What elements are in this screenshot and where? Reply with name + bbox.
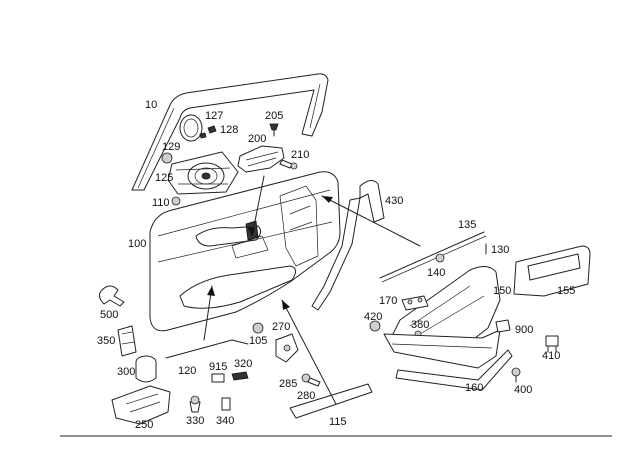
part-trim-clip-170: [401, 295, 429, 311]
label-270: 270: [272, 321, 290, 333]
label-900: 900: [515, 324, 533, 336]
label-350: 350: [97, 335, 115, 347]
part-tweeter-ring: [179, 114, 217, 142]
part-fastener-340: [221, 397, 231, 411]
label-128: 128: [220, 124, 238, 136]
label-300: 300: [117, 366, 135, 378]
part-nut-105: [252, 322, 264, 334]
part-sill-trim: [289, 383, 373, 419]
part-door-panel: [149, 171, 341, 332]
label-120: 120: [178, 365, 196, 377]
part-clip-129: [161, 152, 173, 164]
label-500: 500: [100, 309, 118, 321]
label-430: 430: [385, 195, 403, 207]
label-140: 140: [427, 267, 445, 279]
part-labels: 10 127 128 129 125 110 100 205 200 210 4…: [97, 99, 575, 431]
part-cap-915: [211, 373, 225, 383]
part-seal-120: [165, 339, 249, 359]
part-lower-trim: [383, 329, 513, 391]
part-speaker: [167, 151, 239, 195]
leader-arrows: [203, 175, 421, 405]
label-160: 160: [465, 382, 483, 394]
part-nut-420: [369, 320, 381, 332]
label-210: 210: [291, 149, 309, 161]
label-320: 320: [234, 358, 252, 370]
label-155: 155: [557, 285, 575, 297]
label-410: 410: [542, 350, 560, 362]
part-pillar-trim: [311, 180, 385, 311]
label-125: 125: [155, 172, 173, 184]
part-screw-110: [171, 196, 181, 206]
label-400: 400: [514, 384, 532, 396]
part-latch-270: [275, 333, 299, 363]
part-window-frame: [131, 73, 329, 191]
part-screw-140: [435, 243, 487, 263]
part-clip-205: [269, 123, 279, 137]
label-340: 340: [216, 415, 234, 427]
part-fastener-330: [189, 395, 201, 413]
label-127: 127: [205, 110, 223, 122]
part-knob-300: [135, 355, 157, 383]
label-110: 110: [152, 197, 170, 209]
part-switch-250: [111, 385, 171, 425]
label-285: 285: [279, 378, 297, 390]
label-150: 150: [493, 285, 511, 297]
label-200: 200: [248, 133, 266, 145]
label-205: 205: [265, 110, 283, 122]
label-330: 330: [186, 415, 204, 427]
part-switch-panel: [513, 245, 591, 297]
part-bolt-280: [301, 373, 321, 387]
label-10: 10: [145, 99, 157, 111]
label-915: 915: [209, 361, 227, 373]
part-handle-housing: [237, 145, 285, 173]
part-bolt-400: [511, 367, 521, 383]
label-280: 280: [297, 390, 315, 402]
label-115: 115: [329, 416, 347, 428]
label-250: 250: [135, 419, 153, 431]
part-bracket-350: [117, 325, 137, 357]
label-135: 135: [458, 219, 476, 231]
part-clip-900: [495, 319, 511, 333]
label-100: 100: [128, 238, 146, 250]
part-bolt-210: [279, 159, 298, 170]
part-tool-500: [98, 285, 125, 307]
label-105: 105: [249, 335, 267, 347]
label-420: 420: [364, 311, 382, 323]
part-clip-410: [545, 335, 559, 353]
part-clip-320: [231, 371, 249, 381]
part-seal-strip: [379, 231, 487, 283]
label-380: 380: [411, 319, 429, 331]
label-130: 130: [491, 244, 509, 256]
label-129: 129: [162, 141, 180, 153]
label-170: 170: [379, 295, 397, 307]
